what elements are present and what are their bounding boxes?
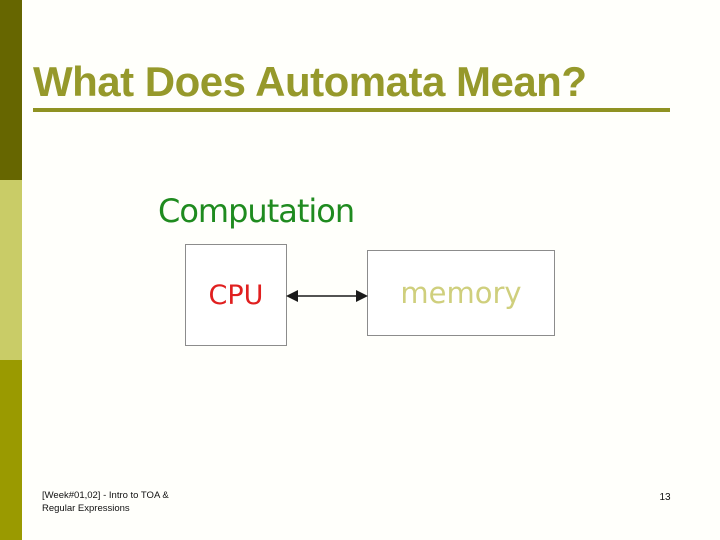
memory-label: memory: [400, 276, 522, 310]
footer-line-2: Regular Expressions: [42, 503, 130, 514]
footer-line-1: [Week#01,02] - Intro to TOA &: [42, 490, 169, 501]
title-underline: [33, 108, 670, 112]
double-arrow-connector: [286, 288, 368, 304]
cpu-label: CPU: [208, 279, 264, 311]
double-arrow-icon: [286, 290, 368, 302]
accent-bar-top: [0, 0, 22, 180]
accent-bar-middle: [0, 180, 22, 360]
accent-bar-bottom: [0, 360, 22, 540]
page-number: 13: [659, 492, 671, 503]
cpu-node-box: CPU: [185, 244, 287, 346]
memory-node-box: memory: [367, 250, 555, 336]
slide-title: What Does Automata Mean?: [33, 58, 587, 105]
diagram-heading: Computation: [158, 192, 355, 230]
footer: [Week#01,02] - Intro to TOA & Regular Ex…: [42, 489, 169, 515]
